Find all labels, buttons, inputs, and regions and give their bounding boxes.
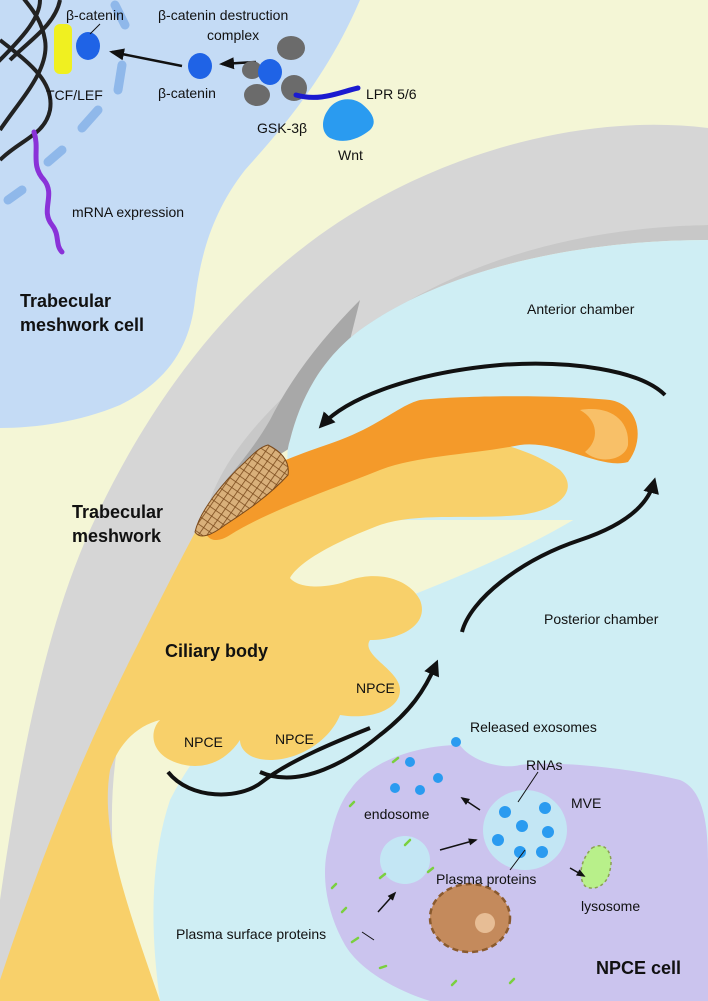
ciliary-body <box>0 431 568 1001</box>
mrna-strand <box>31 129 65 255</box>
surface-proteins-pointer <box>361 931 375 941</box>
beta-catenin-nuclear <box>76 32 100 60</box>
tcf-lef-factor <box>54 24 72 74</box>
label-trabecular-meshwork-1: Trabecular <box>72 502 163 522</box>
gsk3b-blob <box>242 61 262 79</box>
label-npce-3: NPCE <box>275 731 314 747</box>
npce-flow-arrow-2 <box>166 726 371 797</box>
iris-highlight <box>580 409 629 460</box>
posterior-flow-arrow <box>460 477 659 633</box>
label-ciliary-body: Ciliary body <box>165 641 268 661</box>
surface-proteins <box>330 756 516 987</box>
label-wnt: Wnt <box>338 147 363 163</box>
label-plasma-proteins: Plasma proteins <box>436 871 536 887</box>
dna-strand-3 <box>8 0 62 62</box>
label-beta-catenin-cytoplasm: β-catenin <box>158 85 216 101</box>
label-plasma-surface-proteins: Plasma surface proteins <box>176 926 326 942</box>
label-anterior-chamber: Anterior chamber <box>527 301 635 317</box>
label-lpr: LPR 5/6 <box>366 86 417 102</box>
rnas-pointer <box>517 771 539 803</box>
mve-vesicles <box>492 802 554 858</box>
anterior-flow-arrow <box>318 361 667 429</box>
endocytosis-arrow <box>377 891 397 913</box>
translocation-arrow <box>109 48 183 68</box>
beta-catenin-in-complex <box>258 59 282 85</box>
beta-catenin-cytoplasm <box>188 53 212 79</box>
label-tm-cell-1: Trabecular <box>20 291 111 311</box>
npce-nucleus <box>428 882 512 954</box>
label-trabecular-meshwork-2: meshwork <box>72 526 162 546</box>
label-destruction-complex-2: complex <box>207 27 259 43</box>
label-npce-1: NPCE <box>356 680 395 696</box>
label-mrna: mRNA expression <box>72 204 184 220</box>
wnt-ligand <box>323 99 374 141</box>
nuclear-membrane-fragment <box>43 145 67 167</box>
released-exosomes <box>390 737 461 795</box>
label-destruction-complex-1: β-catenin destruction <box>158 7 288 23</box>
npce-flow-arrow-1 <box>259 659 440 780</box>
label-npce-cell: NPCE cell <box>596 958 681 978</box>
npce-cell-body <box>325 745 708 1001</box>
dna-strand-2 <box>0 38 53 162</box>
label-gsk3b: GSK-3β <box>257 120 307 136</box>
nuclear-membrane-fragment <box>3 185 27 205</box>
mve-release-arrow <box>460 797 481 811</box>
label-tcf-lef: TCF/LEF <box>46 87 103 103</box>
endosome-to-mve-arrow <box>439 838 478 851</box>
plasma-proteins-pointer <box>509 849 526 871</box>
label-lysosome: lysosome <box>581 898 640 914</box>
trabecular-meshwork-mesh <box>194 444 289 537</box>
label-posterior-chamber: Posterior chamber <box>544 611 659 627</box>
label-rnas: RNAs <box>526 757 563 773</box>
dna-strand-1 <box>0 0 48 132</box>
label-mve: MVE <box>571 795 601 811</box>
label-npce-2: NPCE <box>184 734 223 750</box>
gsk3b-blob <box>244 84 270 106</box>
mve-to-lysosome-arrow <box>569 867 586 877</box>
lysosome <box>580 845 612 889</box>
nuclear-membrane-fragment <box>77 105 103 133</box>
label-tm-cell-2: meshwork cell <box>20 315 144 335</box>
trabecular-meshwork-cell-body <box>0 0 360 428</box>
iris <box>204 396 638 540</box>
label-released-exosomes: Released exosomes <box>470 719 597 735</box>
nuclear-membrane-fragment <box>113 60 127 95</box>
gsk3b-blob <box>277 36 305 60</box>
lpr-receptor <box>293 85 361 100</box>
nuclear-membrane-fragment <box>110 0 130 30</box>
label-beta-catenin-nuclear: β-catenin <box>66 7 124 23</box>
endosome <box>380 836 430 884</box>
angle-wedge <box>210 300 360 500</box>
label-endosome: endosome <box>364 806 430 822</box>
